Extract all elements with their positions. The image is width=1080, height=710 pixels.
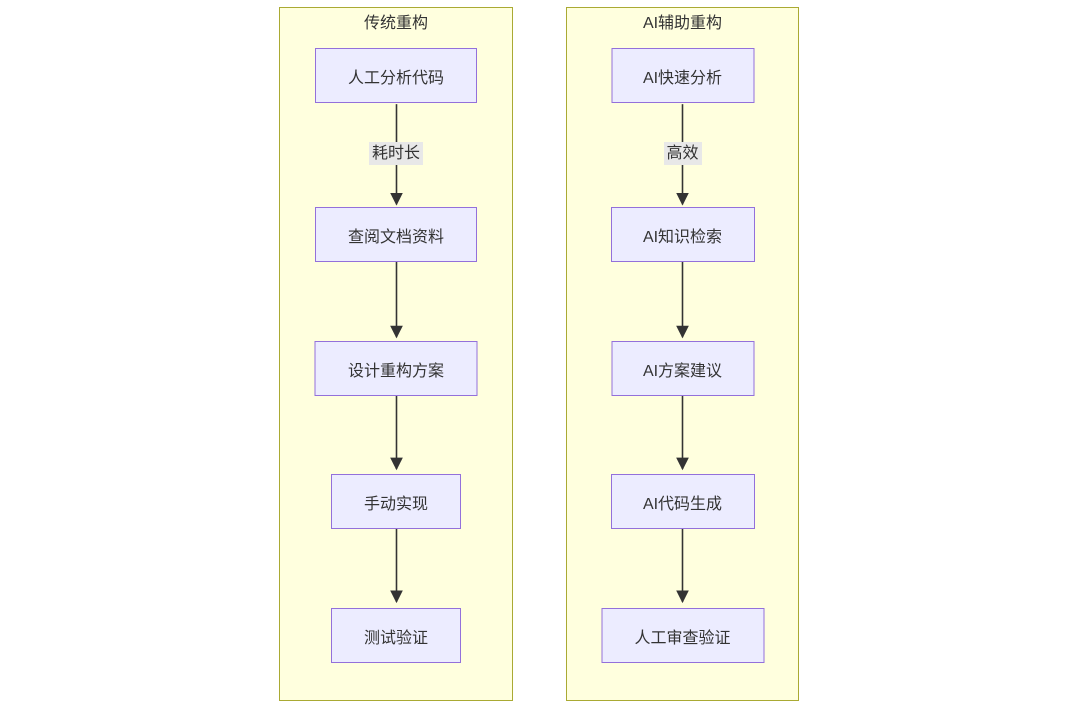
node-ai-code-generation: AI代码生成 — [610, 474, 755, 529]
node-manual-implementation: 手动实现 — [331, 474, 461, 529]
edge-label-efficient: 高效 — [663, 142, 702, 165]
node-design-refactor-plan: 设计重构方案 — [314, 341, 478, 396]
node-read-documentation: 查阅文档资料 — [315, 207, 477, 262]
cluster-traditional-refactor: 传统重构 人工分析代码 耗时长 查阅文档资料 设计重构方案 手动实现 测试验证 — [279, 7, 513, 701]
cluster-title-ai: AI辅助重构 — [642, 15, 723, 32]
cluster-ai-assisted-refactor: AI辅助重构 AI快速分析 高效 AI知识检索 AI方案建议 AI代码生成 人工… — [566, 7, 799, 701]
node-ai-quick-analysis: AI快速分析 — [611, 48, 754, 103]
node-human-review-verify: 人工审查验证 — [601, 608, 764, 663]
edge-label-time-consuming: 耗时长 — [368, 142, 424, 165]
cluster-title-traditional: 传统重构 — [363, 15, 428, 32]
node-ai-knowledge-search: AI知识检索 — [610, 207, 755, 262]
node-ai-plan-suggestion: AI方案建议 — [611, 341, 754, 396]
node-test-verification: 测试验证 — [331, 608, 461, 663]
node-manual-analyze-code: 人工分析代码 — [315, 48, 477, 103]
